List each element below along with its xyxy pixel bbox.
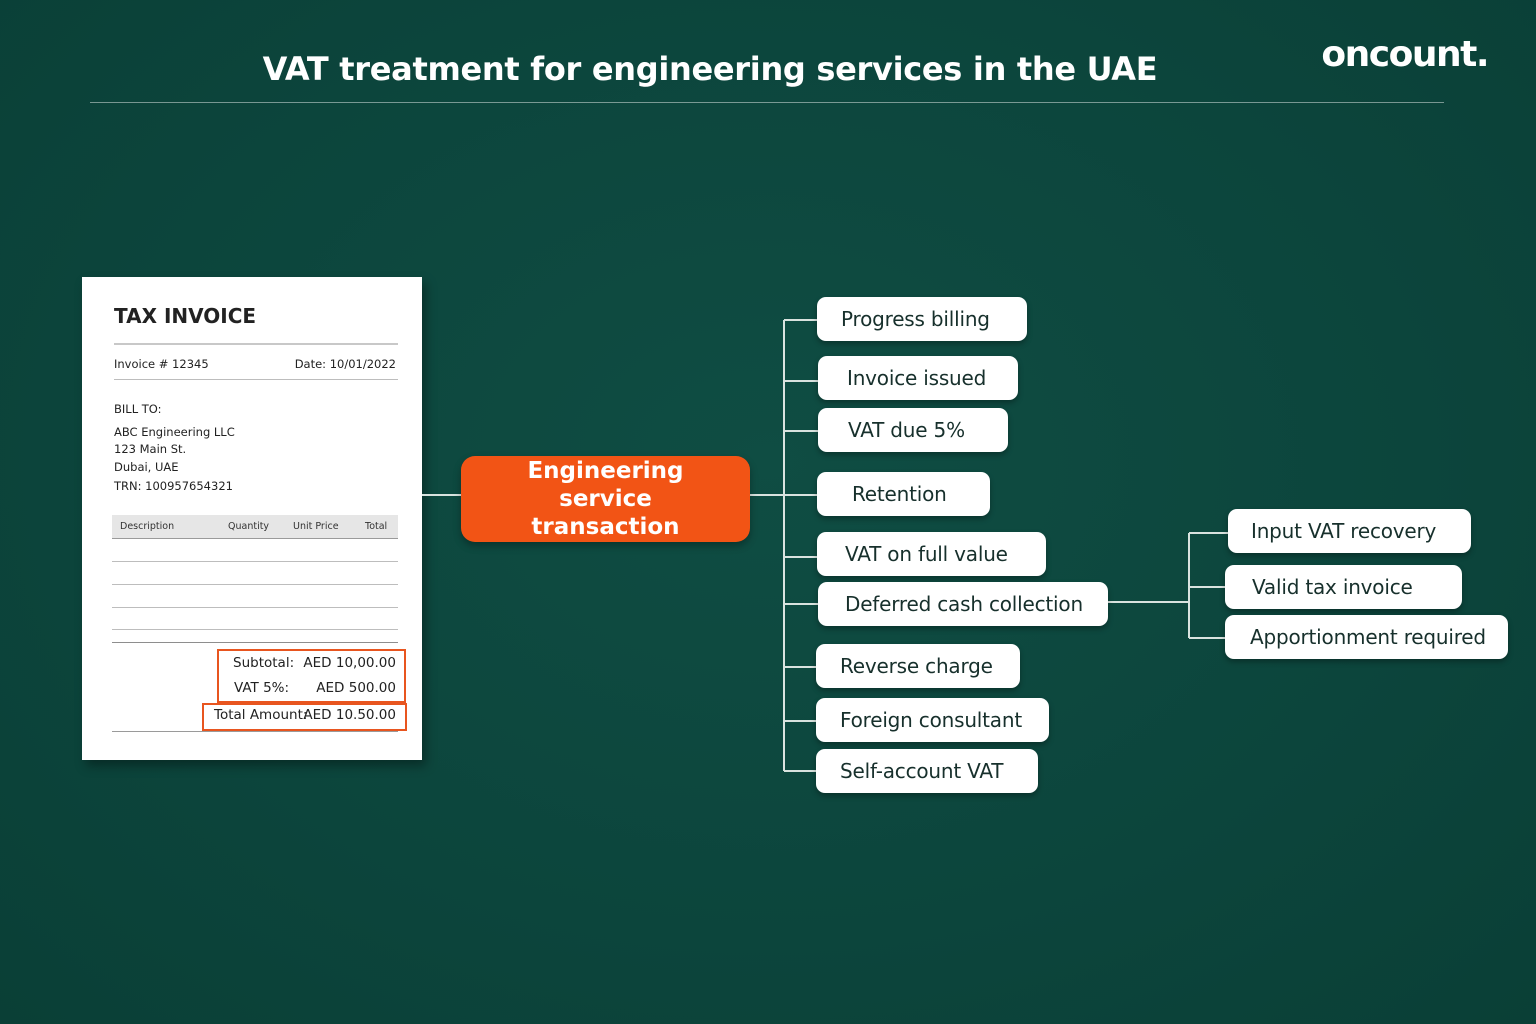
vat-value: AED 500.00 bbox=[316, 680, 396, 696]
page-title: VAT treatment for engineering services i… bbox=[262, 50, 1158, 88]
root-node-label: Engineering service transaction bbox=[527, 458, 684, 540]
invoice-divider bbox=[114, 379, 398, 380]
branch-label: Invoice issued bbox=[847, 366, 987, 390]
total-label: Total Amount: bbox=[214, 707, 308, 723]
invoice-date: Date: 10/01/2022 bbox=[294, 357, 396, 371]
branch-label: VAT on full value bbox=[845, 542, 1008, 566]
branch-node: Progress billing bbox=[817, 297, 1027, 341]
title-divider bbox=[90, 102, 1444, 103]
invoice-table-header: Description Quantity Unit Price Total bbox=[112, 515, 398, 539]
branch-node: Invoice issued bbox=[818, 356, 1018, 400]
column-header: Unit Price bbox=[293, 521, 339, 532]
subtotal-highlight bbox=[217, 649, 406, 703]
invoice-bottom-rule bbox=[112, 731, 398, 732]
bill-to-line: TRN: 100957654321 bbox=[114, 479, 233, 493]
column-header: Quantity bbox=[228, 521, 270, 532]
column-header: Total bbox=[365, 521, 388, 532]
sub-branch-label: Apportionment required bbox=[1250, 625, 1486, 649]
sub-branch-node: Input VAT recovery bbox=[1228, 509, 1471, 553]
branch-label: Reverse charge bbox=[840, 654, 993, 678]
bill-to-line: Dubai, UAE bbox=[114, 460, 179, 474]
branch-node: VAT due 5% bbox=[818, 408, 1008, 452]
table-row bbox=[112, 561, 398, 562]
root-node: Engineering service transaction bbox=[461, 456, 750, 542]
table-bottom-rule bbox=[112, 642, 398, 643]
branch-label: Deferred cash collection bbox=[845, 592, 1083, 616]
sub-branch-label: Input VAT recovery bbox=[1251, 519, 1437, 543]
branch-node: Foreign consultant bbox=[816, 698, 1049, 742]
vat-label: VAT 5%: bbox=[234, 680, 290, 696]
branch-label: Foreign consultant bbox=[840, 708, 1022, 732]
branch-node: VAT on full value bbox=[817, 532, 1046, 576]
branch-label: Retention bbox=[852, 482, 947, 506]
invoice-divider bbox=[114, 343, 398, 345]
invoice-title: TAX INVOICE bbox=[114, 304, 257, 328]
branch-label: Self-account VAT bbox=[840, 759, 1004, 783]
bill-to-line: ABC Engineering LLC bbox=[114, 425, 235, 439]
total-highlight bbox=[202, 703, 407, 731]
subtotal-label: Subtotal: bbox=[233, 655, 295, 671]
subtotal-value: AED 10,00.00 bbox=[303, 655, 396, 671]
sub-branch-label: Valid tax invoice bbox=[1252, 575, 1413, 599]
sub-branch-node: Valid tax invoice bbox=[1225, 565, 1462, 609]
column-header: Description bbox=[120, 521, 175, 532]
total-value: AED 10.50.00 bbox=[303, 707, 396, 723]
branch-node: Deferred cash collection bbox=[818, 582, 1108, 626]
branch-node: Self-account VAT bbox=[816, 749, 1038, 793]
tax-invoice-card: TAX INVOICE Invoice # 12345 Date: 10/01/… bbox=[82, 277, 422, 760]
table-row bbox=[112, 629, 398, 630]
branch-node: Reverse charge bbox=[816, 644, 1020, 688]
branch-label: VAT due 5% bbox=[848, 418, 965, 442]
branch-node: Retention bbox=[817, 472, 990, 516]
branch-label: Progress billing bbox=[841, 307, 990, 331]
table-row bbox=[112, 584, 398, 585]
sub-branch-node: Apportionment required bbox=[1225, 615, 1508, 659]
table-row bbox=[112, 607, 398, 608]
bill-to-line: 123 Main St. bbox=[114, 442, 187, 456]
bill-to-label: BILL TO: bbox=[114, 402, 162, 416]
brand-logo: oncount. bbox=[1321, 34, 1489, 75]
invoice-number: Invoice # 12345 bbox=[114, 357, 209, 371]
